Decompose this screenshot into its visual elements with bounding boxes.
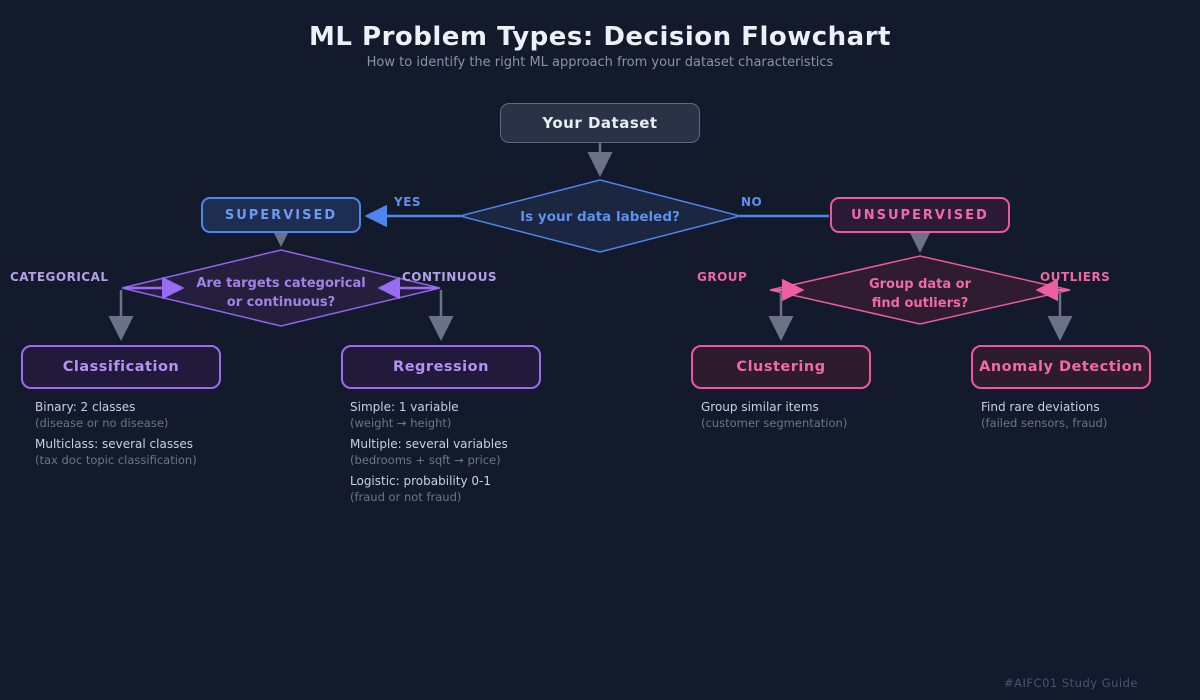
node-clustering: Clustering [691, 345, 871, 389]
branch-label-categorical: CATEGORICAL [10, 270, 109, 284]
note-example: (tax doc topic classification) [35, 453, 197, 467]
note-item: Multiple: several variables (bedrooms + … [350, 436, 630, 468]
decision-group-question: Group data or find outliers? [810, 275, 1030, 313]
note-example: (customer segmentation) [701, 416, 848, 430]
node-classification: Classification [21, 345, 221, 389]
branch-label-continuous: CONTINUOUS [402, 270, 498, 284]
note-item: Find rare deviations (failed sensors, fr… [981, 399, 1200, 431]
study-guide-tag: #AIFC01 Study Guide [1004, 676, 1138, 690]
branch-label-yes: YES [394, 195, 422, 209]
note-item: Simple: 1 variable (weight → height) [350, 399, 630, 431]
node-anomaly-detection: Anomaly Detection [971, 345, 1151, 389]
node-clustering-label: Clustering [736, 359, 826, 375]
note-main: Binary: 2 classes [35, 400, 136, 414]
page-title: ML Problem Types: Decision Flowchart [309, 22, 891, 52]
note-main: Find rare deviations [981, 400, 1100, 414]
classification-notes: Binary: 2 classes (disease or no disease… [35, 399, 315, 473]
node-your-dataset-label: Your Dataset [542, 114, 658, 132]
note-item: Logistic: probability 0-1 (fraud or not … [350, 473, 630, 505]
decision-group-question-line1: Group data or [868, 277, 972, 292]
note-item: Group similar items (customer segmentati… [701, 399, 981, 431]
note-example: (failed sensors, fraud) [981, 416, 1108, 430]
branch-label-no: NO [741, 195, 763, 209]
note-main: Group similar items [701, 400, 819, 414]
note-main: Multiple: several variables [350, 437, 508, 451]
decision-targets-question-line1: Are targets categorical [196, 276, 366, 291]
note-example: (fraud or not fraud) [350, 490, 462, 504]
note-main: Logistic: probability 0-1 [350, 474, 491, 488]
anomaly-notes: Find rare deviations (failed sensors, fr… [981, 399, 1200, 436]
branch-label-group: GROUP [697, 270, 748, 284]
note-item: Binary: 2 classes (disease or no disease… [35, 399, 315, 431]
branch-label-outliers: OUTLIERS [1040, 270, 1111, 284]
decision-group-diamond [769, 255, 1071, 325]
decision-targets-question: Are targets categorical or continuous? [171, 274, 391, 312]
decision-group-question-line2: find outliers? [871, 296, 969, 311]
decision-labeled-diamond [459, 179, 741, 253]
node-your-dataset: Your Dataset [500, 103, 700, 143]
node-unsupervised: UNSUPERVISED [830, 197, 1010, 233]
decision-targets-diamond [121, 249, 441, 327]
node-unsupervised-label: UNSUPERVISED [851, 207, 989, 223]
decision-targets-question-line2: or continuous? [226, 295, 336, 310]
page-subtitle: How to identify the right ML approach fr… [366, 55, 834, 70]
note-example: (bedrooms + sqft → price) [350, 453, 501, 467]
note-example: (disease or no disease) [35, 416, 169, 430]
note-main: Multiclass: several classes [35, 437, 193, 451]
node-anomaly-detection-label: Anomaly Detection [979, 359, 1143, 375]
node-supervised: SUPERVISED [201, 197, 361, 233]
note-main: Simple: 1 variable [350, 400, 459, 414]
note-item: Multiclass: several classes (tax doc top… [35, 436, 315, 468]
node-regression-label: Regression [393, 359, 489, 375]
regression-notes: Simple: 1 variable (weight → height) Mul… [350, 399, 630, 510]
node-classification-label: Classification [62, 359, 180, 375]
decision-labeled-question: Is your data labeled? [520, 209, 680, 225]
node-regression: Regression [341, 345, 541, 389]
note-example: (weight → height) [350, 416, 452, 430]
node-supervised-label: SUPERVISED [224, 207, 338, 223]
clustering-notes: Group similar items (customer segmentati… [701, 399, 981, 436]
